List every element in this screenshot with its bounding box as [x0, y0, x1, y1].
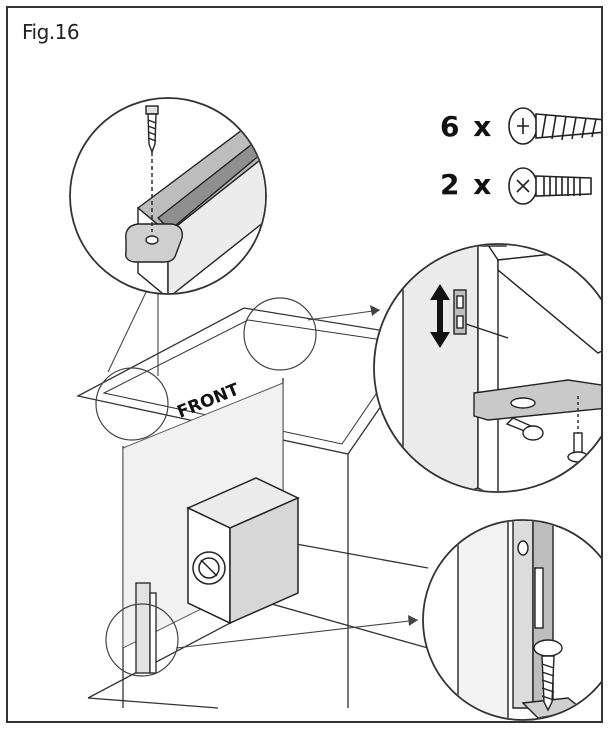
bottom-bracket-small	[135, 582, 157, 674]
figure-frame: Fig.16 6 x 2 x	[6, 6, 603, 723]
quantity-wood-screws: 6 x	[440, 110, 494, 143]
detail-circle-side-bracket	[373, 243, 601, 493]
detail-circle-top-bracket	[69, 97, 267, 295]
wood-screw-icon	[508, 107, 601, 145]
detail-circle-foot	[422, 519, 601, 721]
quantity-machine-screws: 2 x	[440, 168, 494, 201]
height-adjust-arrow-icon	[430, 284, 450, 348]
installation-illustration: FRONT	[69, 97, 601, 721]
figure-label: Fig.16	[22, 20, 80, 44]
machine-screw-icon	[508, 167, 592, 205]
highlight-circles	[95, 297, 317, 677]
callout-connectors	[107, 287, 419, 649]
junction-box	[186, 477, 300, 625]
callout-arrowheads	[370, 305, 418, 626]
